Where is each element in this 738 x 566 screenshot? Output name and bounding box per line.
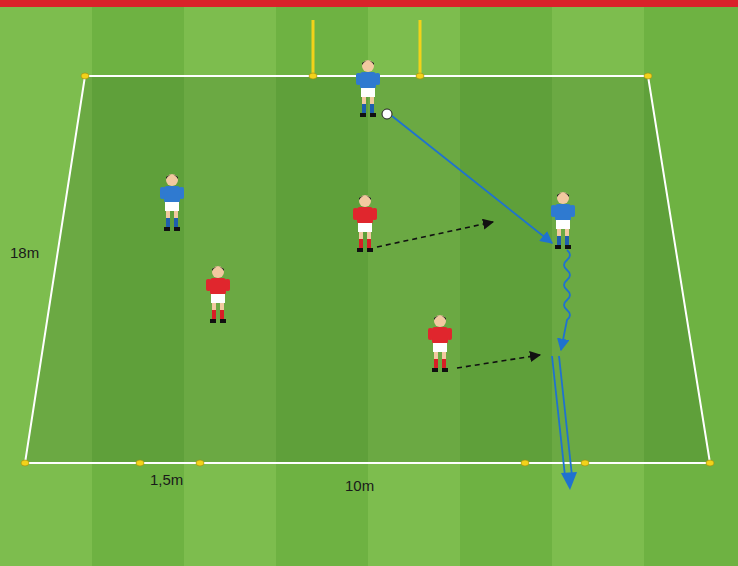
players (160, 60, 575, 372)
dimension-label: 18m (10, 245, 39, 260)
pitch-lines (25, 76, 710, 463)
shot-arrow (552, 356, 577, 490)
pass-arrow (392, 116, 552, 243)
dribble-arrow (561, 250, 570, 350)
dimension-label: 10m (345, 478, 374, 493)
run-arrows (377, 222, 540, 368)
top-bar (0, 0, 738, 7)
dimension-label: 1,5m (150, 472, 183, 487)
cones (21, 73, 714, 466)
